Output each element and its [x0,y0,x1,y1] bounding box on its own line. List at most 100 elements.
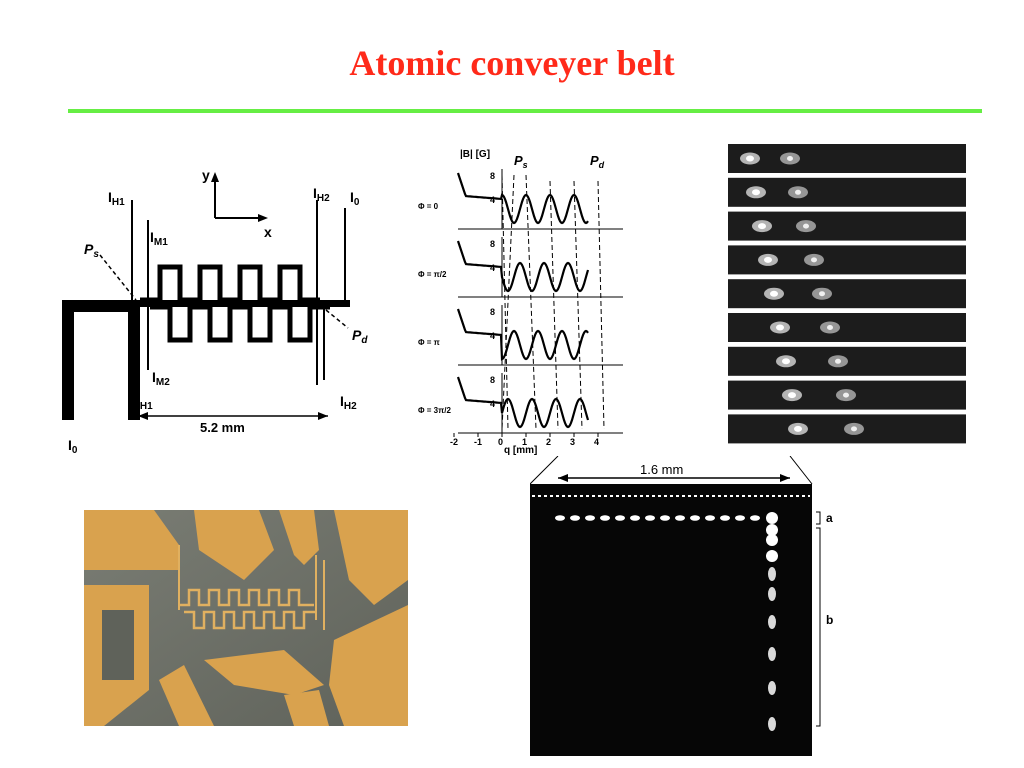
gold-pad-bottom-right [329,605,408,726]
atom-cloud-core [764,256,772,263]
potential-dash-guide [501,174,515,430]
chip-u-window [102,610,134,680]
potential-phase-label: Φ = π/2 [418,270,447,279]
label-ih2-bot: IH2 [340,393,357,412]
chip-meander [179,588,314,607]
bracket-a [816,511,821,525]
fluor-scale-arrow-right [780,474,790,482]
atom-cloud-core [811,257,817,263]
absorption-frame [728,279,966,309]
potential-dash-guide [525,174,537,430]
potential-ytick: 8 [490,307,495,317]
horizontal-spot [705,515,715,521]
potential-xtick-label: 3 [570,437,575,447]
fluor-atom-spots [555,512,778,731]
horizontal-spot [645,515,655,521]
chip-meander-lower [184,610,316,630]
atom-cloud-core [795,189,801,195]
potential-ytick: 8 [490,171,495,181]
axis-y-label: y [202,167,210,183]
potential-phase-label: Φ = π [418,338,440,347]
potential-xtick-label: -2 [450,437,458,447]
absorption-frame [728,177,966,207]
potential-ytick: 8 [490,239,495,249]
vertical-spot [766,524,778,536]
potential-phase-label: Φ = 3π/2 [418,406,451,415]
vertical-spot [768,647,776,661]
potential-ytick: 4 [490,331,495,341]
potential-ytick: 4 [490,195,495,205]
horizontal-spot [750,515,760,521]
length-arrow-right [318,412,328,420]
central-bar [140,300,350,307]
potential-curve [456,308,589,361]
atom-cloud-core [787,156,793,161]
potential-xtick-label: 1 [522,437,527,447]
slide-title: Atomic conveyer belt [349,43,675,83]
potential-xtick-label: 0 [498,437,503,447]
potential-dash-guide [549,180,559,430]
gold-pad-top-left [84,510,179,570]
label-im1: IM1 [150,229,168,248]
horizontal-spot [660,515,670,521]
label-b: b [826,613,833,627]
horizontal-spot [735,515,745,521]
label-ih1-top: IH1 [108,189,125,208]
fluor-trapezoid-left [530,456,559,485]
label-length: 5.2 mm [200,420,245,435]
atom-cloud-core [782,358,790,365]
atom-cloud-core [746,155,754,162]
label-im2: IM2 [152,369,170,388]
vertical-spot [768,681,776,695]
atom-cloud-core [835,358,841,364]
vertical-spot [768,587,776,601]
vertical-spot [768,717,776,731]
potential-dash-guide [501,174,509,430]
potential-dash-guide [573,180,583,430]
horizontal-spot [570,515,580,521]
gold-pad-top-right-b [334,510,408,605]
atom-cloud-core [776,324,784,331]
potential-curve [456,240,590,293]
atom-cloud-core [803,223,809,229]
potential-pd: Pd [590,153,605,170]
axis-x-label: x [264,224,272,240]
atom-cloud-core [819,291,825,297]
potential-phase-label: Φ = 0 [418,202,439,211]
label-a: a [826,511,833,525]
atom-cloud-core [827,325,833,330]
potential-dash-guide [597,180,605,430]
horizontal-spot [630,515,640,521]
horizontal-spot [690,515,700,521]
gold-pad-top-right-a [279,510,319,565]
atom-cloud-core [788,392,796,399]
absorption-frame [728,313,966,342]
atom-cloud-core [794,425,802,432]
gold-pad-bottom-b [204,650,324,695]
label-i0-bot: I0 [68,437,78,456]
atom-chip-photo [84,510,408,726]
atom-cloud-core [758,223,766,230]
absorption-frame [728,144,966,173]
horizontal-spot [555,515,565,521]
potential-ytick: 4 [490,399,495,409]
bracket-b [816,527,821,727]
ps-dash [99,254,137,301]
meander-m1 [140,264,320,303]
horizontal-spot [675,515,685,521]
gold-pad-top-center [194,510,274,580]
label-ih1-bot: IH1 [136,393,153,412]
atom-cloud-core [843,392,849,398]
i0-u-wire [62,300,140,420]
atom-cloud-core [752,189,760,196]
axis-x-arrow [258,214,268,222]
fluor-scale-arrow-left [558,474,568,482]
fluorescence-image: 1.6 mm a b [530,456,833,756]
vertical-spot [768,615,776,629]
vertical-spot [766,512,778,524]
absorption-image-sequence [728,144,966,448]
atom-cloud-core [770,290,778,297]
gold-pad-bottom-a [159,665,214,726]
